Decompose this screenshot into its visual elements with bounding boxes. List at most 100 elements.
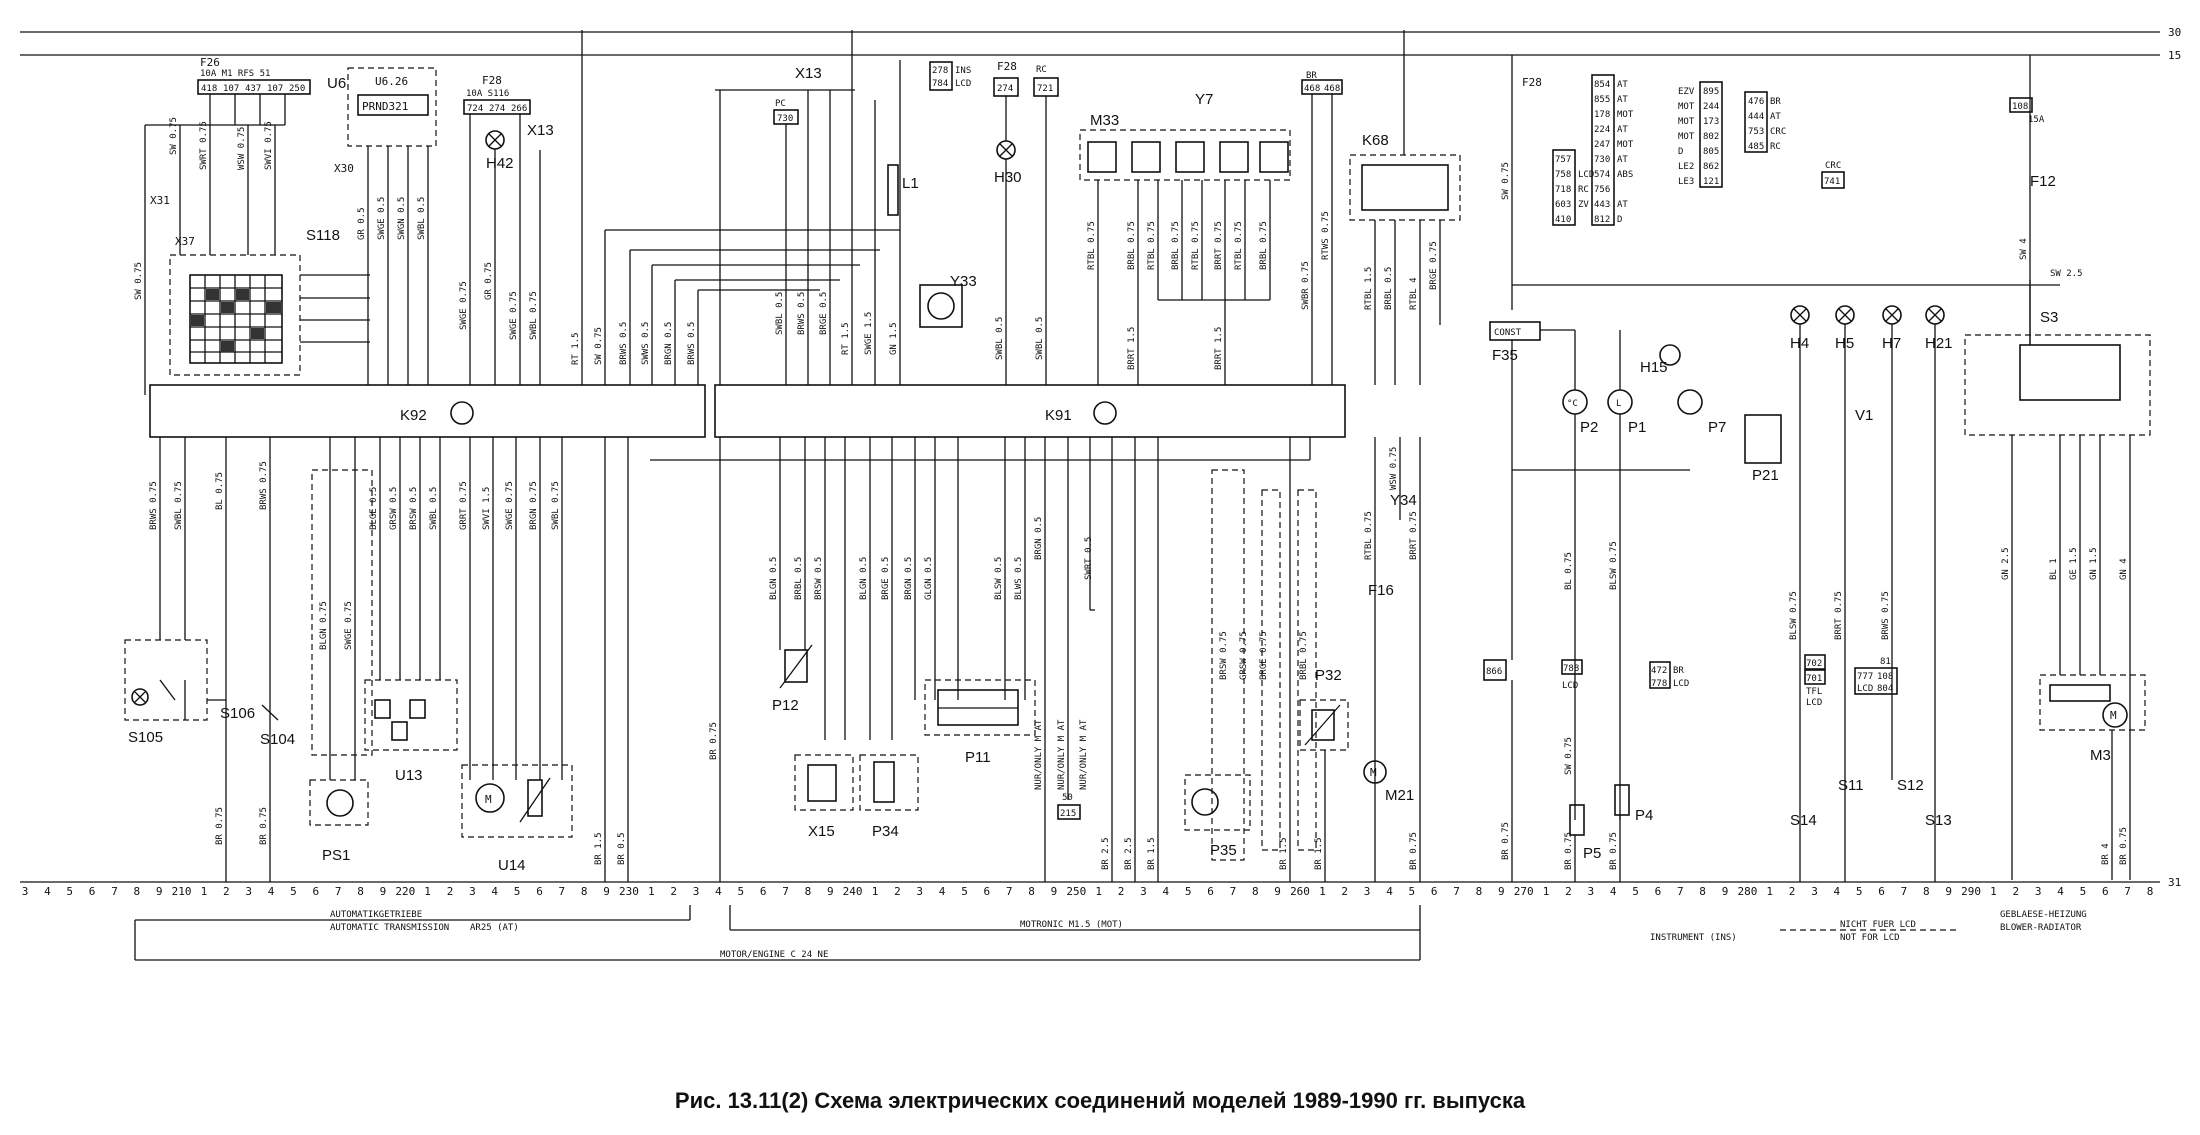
ezv-3: 802 bbox=[1703, 132, 1719, 142]
k91-label: K91 bbox=[1045, 407, 1072, 424]
section-ar25: AR25 (AT) bbox=[470, 923, 519, 933]
y7-wire-4: RTBL 0.75 bbox=[1191, 221, 1201, 270]
k92-controller: K92 RT 1.5 SW 0.75 BRWS 0.5 SWWS 0.5 BRG… bbox=[149, 30, 900, 438]
wire-rt15-b: RT 1.5 bbox=[841, 322, 851, 355]
scale-tick: 9 bbox=[1945, 885, 1952, 898]
scale-tick: 5 bbox=[1185, 885, 1192, 898]
scale-tick: 6 bbox=[312, 885, 319, 898]
k68-label: K68 bbox=[1362, 132, 1389, 149]
scale-tick: 3 bbox=[1587, 885, 1594, 898]
wire-brws05: BRWS 0.5 bbox=[619, 322, 629, 365]
f28-left-box-0: 724 bbox=[467, 104, 483, 114]
rcol-lbl-0: BR bbox=[1770, 97, 1781, 107]
k92b-wire-10: GRRT 0.75 bbox=[459, 481, 469, 530]
rcol-lbl-3: RC bbox=[1770, 142, 1781, 152]
s105-s106-s104: S105 S106 S104 BR 0.75 BR 0.75 bbox=[124, 639, 295, 870]
br-wire-5: BR 2.5 bbox=[1101, 837, 1111, 870]
scale-tick: 5 bbox=[290, 885, 297, 898]
k92b-wire-14: SWBL 0.75 bbox=[551, 481, 561, 530]
rcol-lbl-1: AT bbox=[1770, 112, 1781, 122]
s11-label: S11 bbox=[1838, 777, 1864, 794]
scale-tick: 2 bbox=[2012, 885, 2019, 898]
scale-tick: 7 bbox=[1677, 885, 1684, 898]
wire-swbl05-k91: SWBL 0.5 bbox=[775, 292, 785, 335]
s105-label: S105 bbox=[128, 729, 163, 746]
box-778-lbl: LCD bbox=[1673, 679, 1689, 689]
x15-label: X15 bbox=[808, 823, 835, 840]
wire-brgn05: BRGN 0.5 bbox=[664, 322, 674, 365]
ps1-label: PS1 bbox=[322, 847, 350, 864]
instr-column: 854 855 178 224 247 730 574 756 443 812 … bbox=[1591, 74, 1634, 226]
instr-2: 178 bbox=[1594, 110, 1610, 120]
lcda-lbl-2: RC bbox=[1578, 185, 1589, 195]
scale-tick: 5 bbox=[1632, 885, 1639, 898]
instr-lbl-1: AT bbox=[1617, 95, 1628, 105]
u14-unit: M U14 bbox=[461, 764, 573, 874]
k91b-wire-2: BRSW 0.5 bbox=[814, 557, 824, 600]
k91b-wire-1: BRBL 0.5 bbox=[794, 557, 804, 600]
instr-lbl-6: ABS bbox=[1617, 170, 1633, 180]
br-wire-15: BR 4 bbox=[2101, 843, 2111, 865]
right-wire-1: BL 0.75 bbox=[1564, 552, 1574, 590]
wire-rt15-a: RT 1.5 bbox=[571, 332, 581, 365]
box-788: 788 bbox=[1563, 664, 1579, 674]
box-866: 866 bbox=[1486, 667, 1502, 677]
f26-fuse-group: F26 10A M1 RFS 51 418 107 437 107 250 bbox=[197, 56, 311, 125]
f26-box-1: 107 bbox=[223, 84, 239, 94]
mid-wire-1: NUR/ONLY M AT bbox=[1057, 719, 1067, 790]
f28-left-label: F28 bbox=[482, 74, 502, 87]
wire-swgn05: SWGN 0.5 bbox=[397, 197, 407, 240]
ezv-5: 862 bbox=[1703, 162, 1719, 172]
scale-tick: 1 bbox=[648, 885, 655, 898]
p32-label: P32 bbox=[1315, 667, 1342, 684]
right-wire-12: SW 2.5 bbox=[2050, 269, 2083, 279]
right-wire-6: BRWS 0.75 bbox=[1881, 591, 1891, 640]
br-wire-13: BR 0.75 bbox=[1609, 832, 1619, 870]
scale-tick: 260 bbox=[1290, 885, 1310, 898]
k91b-wire-17: BRRT 0.75 bbox=[1409, 511, 1419, 560]
instr-4: 247 bbox=[1594, 140, 1610, 150]
ezv-lbl-5: LE2 bbox=[1678, 162, 1694, 172]
instr-9: 812 bbox=[1594, 215, 1610, 225]
wire-brws05-b: BRWS 0.5 bbox=[687, 322, 697, 365]
scale-tick: 8 bbox=[1028, 885, 1035, 898]
s104-label: S104 bbox=[260, 731, 295, 748]
scale-tick: 3 bbox=[1811, 885, 1818, 898]
k91b-wire-16: WSW 0.75 bbox=[1389, 447, 1399, 490]
k91b-wire-8: BLWS 0.5 bbox=[1014, 557, 1024, 600]
scale-tick: 6 bbox=[1431, 885, 1438, 898]
y7-injectors: Y7 M33 RTBL 0.75 BRBL 0.75 RTBL 0.75 BRB… bbox=[1079, 91, 1291, 385]
tfl-label: TFL bbox=[1806, 687, 1822, 697]
scale-tick: 4 bbox=[715, 885, 722, 898]
scale-tick: 2 bbox=[223, 885, 230, 898]
scale-tick: 8 bbox=[357, 885, 364, 898]
instr-lbl-4: MOT bbox=[1617, 140, 1634, 150]
s14-label: S14 bbox=[1790, 812, 1817, 829]
scale-tick: 3 bbox=[2035, 885, 2042, 898]
right-wire-2: BLSW 0.75 bbox=[1609, 541, 1619, 590]
scale-tick: 3 bbox=[693, 885, 700, 898]
scale-tick: 8 bbox=[1923, 885, 1930, 898]
scale-tick: 5 bbox=[961, 885, 968, 898]
wire-swge15: SWGE 1.5 bbox=[864, 312, 874, 355]
k91b-wire-15: RTBL 0.75 bbox=[1364, 511, 1374, 560]
scale-tick: 4 bbox=[1833, 885, 1840, 898]
scale-tick: 220 bbox=[395, 885, 415, 898]
lcda-lbl-3: ZV bbox=[1578, 200, 1589, 210]
right-wire-3: SW 0.75 bbox=[1564, 737, 1574, 775]
figure-caption: Рис. 13.11(2) Схема электрических соедин… bbox=[674, 1088, 1526, 1113]
scale-tick: 8 bbox=[1476, 885, 1483, 898]
box-778: 778 bbox=[1651, 679, 1667, 689]
scale-tick: 6 bbox=[1655, 885, 1662, 898]
k92b-wire-12: SWGE 0.75 bbox=[505, 481, 515, 530]
br-wire-10: BR 0.75 bbox=[1409, 832, 1419, 870]
scale-tick: 7 bbox=[558, 885, 565, 898]
mid-a-box-0: 278 bbox=[932, 66, 948, 76]
section-nicht-2: NOT FOR LCD bbox=[1840, 933, 1900, 943]
scale-tick: 2 bbox=[670, 885, 677, 898]
rail-15-label: 15 bbox=[2168, 49, 2181, 62]
scale-tick: 290 bbox=[1961, 885, 1981, 898]
scale-tick: 1 bbox=[1095, 885, 1102, 898]
right-wire-4: BLSW 0.75 bbox=[1789, 591, 1799, 640]
k92b-wire-8: BRSW 0.5 bbox=[409, 487, 419, 530]
